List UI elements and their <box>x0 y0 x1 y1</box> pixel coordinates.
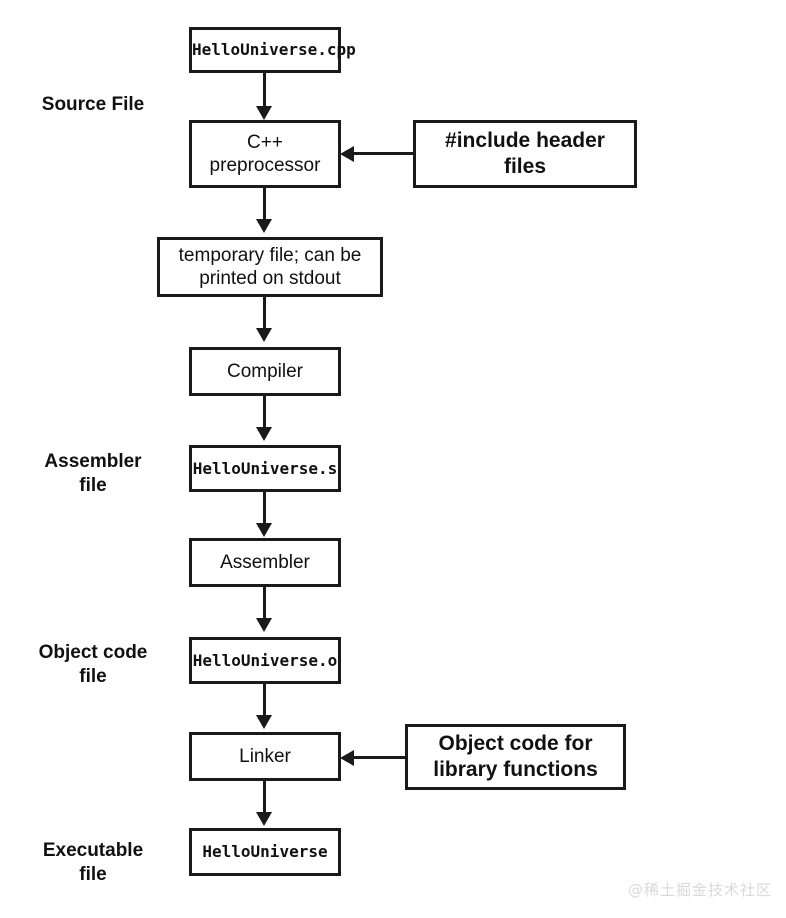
node-compiler[interactable]: Compiler <box>189 347 341 396</box>
arrowhead-objfile-to-linker <box>256 715 272 729</box>
node-label-compiler: Compiler <box>226 360 304 382</box>
node-label-hellouniverse-o: HelloUniverse.o <box>192 650 338 670</box>
connector-line-tempfile-to-compiler <box>263 296 266 332</box>
node-object-code-library[interactable]: Object code for library functions <box>405 724 626 790</box>
connector-line-assembler-to-objfile <box>263 587 266 622</box>
node-label-cpp-preprocessor: C++ preprocessor <box>209 131 321 176</box>
node-include-header-files[interactable]: #include header files <box>413 120 637 188</box>
connector-line-asmfile-to-assembler <box>263 492 266 527</box>
node-hellouniverse[interactable]: HelloUniverse <box>189 828 341 876</box>
node-hellouniverse-o[interactable]: HelloUniverse.o <box>189 637 341 684</box>
node-label-linker: Linker <box>239 745 291 767</box>
arrowhead-include-to-preprocessor <box>340 146 354 162</box>
node-label-hellouniverse-cpp: HelloUniverse.cpp <box>192 40 356 60</box>
node-label-hellouniverse: HelloUniverse <box>202 842 328 862</box>
stage-label-executable-file: Executable file <box>42 840 144 885</box>
connector-line-linker-to-executable <box>263 781 266 816</box>
arrowhead-assembler-to-objfile <box>256 618 272 632</box>
node-label-temporary-file: temporary file; can be printed on stdout <box>178 244 362 289</box>
node-label-include-header-files: #include header files <box>445 129 605 178</box>
watermark-text: @稀土掘金技术社区 <box>627 881 772 899</box>
arrowhead-compiler-to-asmfile <box>256 427 272 441</box>
node-linker[interactable]: Linker <box>189 732 341 781</box>
stage-label-object-code-file: Object code file <box>38 642 148 687</box>
connector-line-preprocessor-to-tempfile <box>263 187 266 223</box>
node-hellouniverse-s[interactable]: HelloUniverse.s <box>189 445 341 492</box>
stage-label-source-file: Source File <box>41 94 145 115</box>
node-temporary-file[interactable]: temporary file; can be printed on stdout <box>157 237 383 297</box>
node-label-assembler: Assembler <box>220 551 310 573</box>
arrowhead-objlib-to-linker <box>340 750 354 766</box>
arrowhead-tempfile-to-compiler <box>256 328 272 342</box>
arrowhead-asmfile-to-assembler <box>256 523 272 537</box>
connector-line-objfile-to-linker <box>263 684 266 719</box>
arrowhead-linker-to-executable <box>256 812 272 826</box>
arrowhead-cpp-to-preprocessor <box>256 106 272 120</box>
stage-label-assembler-file: Assembler file <box>44 451 142 496</box>
node-assembler[interactable]: Assembler <box>189 538 341 587</box>
connector-line-cpp-to-preprocessor <box>263 72 266 110</box>
connector-line-objlib-to-linker <box>352 756 406 759</box>
node-cpp-preprocessor[interactable]: C++ preprocessor <box>189 120 341 188</box>
node-hellouniverse-cpp[interactable]: HelloUniverse.cpp <box>189 27 356 73</box>
connector-line-compiler-to-asmfile <box>263 396 266 431</box>
node-label-object-code-library: Object code for library functions <box>433 732 598 781</box>
arrowhead-preprocessor-to-tempfile <box>256 219 272 233</box>
node-label-hellouniverse-s: HelloUniverse.s <box>192 458 338 478</box>
connector-line-include-to-preprocessor <box>352 152 414 155</box>
